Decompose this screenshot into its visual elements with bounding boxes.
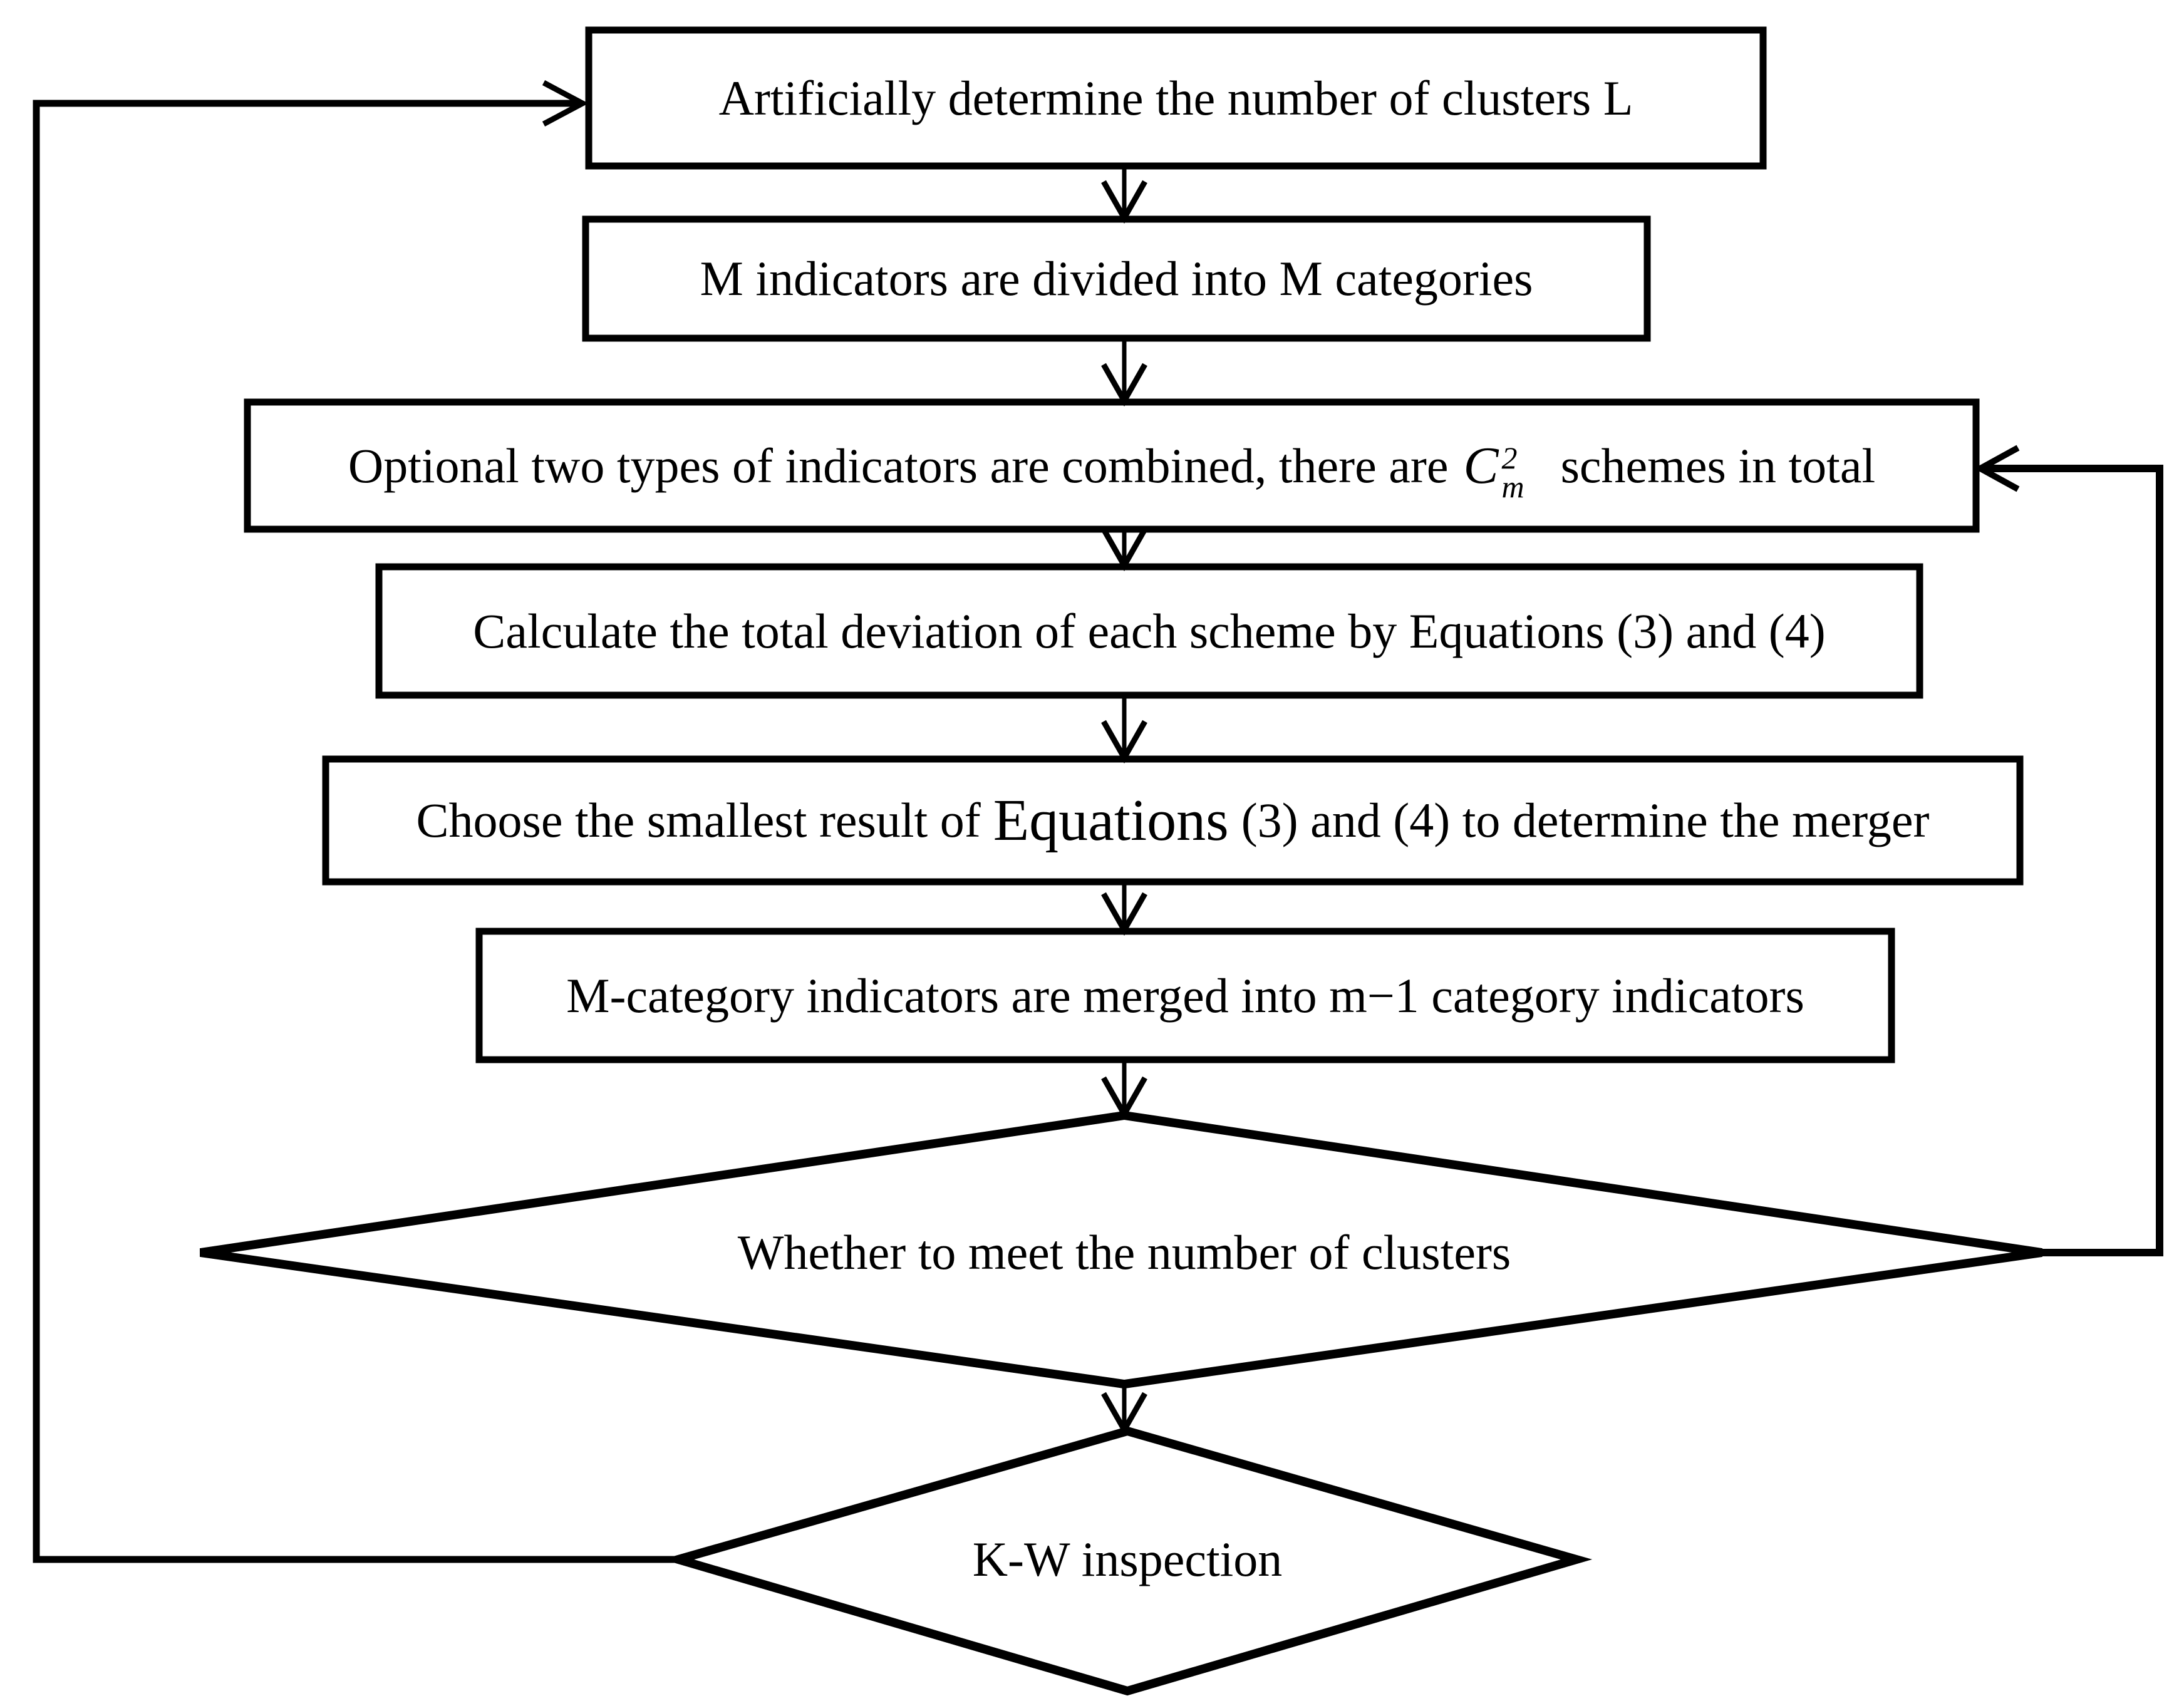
kw-inspection-text: K-W inspection bbox=[972, 1532, 1283, 1587]
decision-diamond-kw-inspection bbox=[662, 1426, 1593, 1696]
determine-clusters-text: Artificially determine the number of clu… bbox=[718, 70, 1633, 125]
node-label-cluster-check: Whether to meet the number of clusters bbox=[373, 1190, 1876, 1315]
choose-smallest-text-before: Choose the smallest result of bbox=[416, 793, 981, 848]
process-box-choose-smallest bbox=[322, 755, 2024, 886]
flow-arrow-decision1-decision2 bbox=[1101, 1384, 1147, 1436]
process-box-divide-indicators bbox=[582, 215, 1651, 342]
merge-categories-text: M-category indicators are merged into m−… bbox=[566, 968, 1804, 1023]
flow-arrow-box1-box2 bbox=[1101, 166, 1147, 224]
node-label-determine-clusters: Artificially determine the number of clu… bbox=[589, 30, 1763, 166]
choose-smallest-text-emphasis: Equations bbox=[993, 787, 1229, 853]
flow-arrow-box2-box3 bbox=[1101, 338, 1147, 407]
node-label-merge-categories: M-category indicators are merged into m−… bbox=[479, 931, 1892, 1060]
process-box-combine-indicators bbox=[244, 398, 1980, 533]
cluster-check-text: Whether to meet the number of clusters bbox=[737, 1225, 1511, 1280]
process-box-merge-categories bbox=[475, 928, 1895, 1063]
choose-smallest-text-after: (3) and (4) to determine the merger bbox=[1241, 793, 1930, 848]
node-label-combine-indicators: Optional two types of indicators are com… bbox=[247, 402, 1976, 529]
combine-indicators-text-before: Optional two types of indicators are com… bbox=[348, 438, 1449, 493]
formula-subscript: m bbox=[1501, 468, 1524, 504]
node-label-calculate-deviation: Calculate the total deviation of each sc… bbox=[379, 567, 1920, 695]
flow-arrow-box5-box6 bbox=[1101, 882, 1147, 936]
calculate-deviation-text: Calculate the total deviation of each sc… bbox=[473, 603, 1826, 658]
process-box-calculate-deviation bbox=[375, 563, 1923, 699]
flow-arrow-box4-box5 bbox=[1101, 695, 1147, 764]
flow-arrow-box3-box4 bbox=[1101, 527, 1147, 572]
process-box-determine-clusters bbox=[585, 26, 1767, 170]
feedback-loop-clustercheck-to-combine bbox=[1974, 445, 2163, 1256]
node-label-kw-inspection: K-W inspection bbox=[689, 1497, 1566, 1622]
formula-superscript: 2 bbox=[1501, 440, 1518, 475]
formula-base: C bbox=[1463, 436, 1499, 495]
node-label-divide-indicators: M indicators are divided into M categori… bbox=[586, 219, 1647, 338]
divide-indicators-text: M indicators are divided into M categori… bbox=[700, 251, 1533, 306]
flow-arrow-box6-decision1 bbox=[1101, 1060, 1147, 1120]
feedback-loop-kw-to-start bbox=[33, 80, 678, 1563]
combine-indicators-text-after: schemes in total bbox=[1560, 438, 1876, 493]
